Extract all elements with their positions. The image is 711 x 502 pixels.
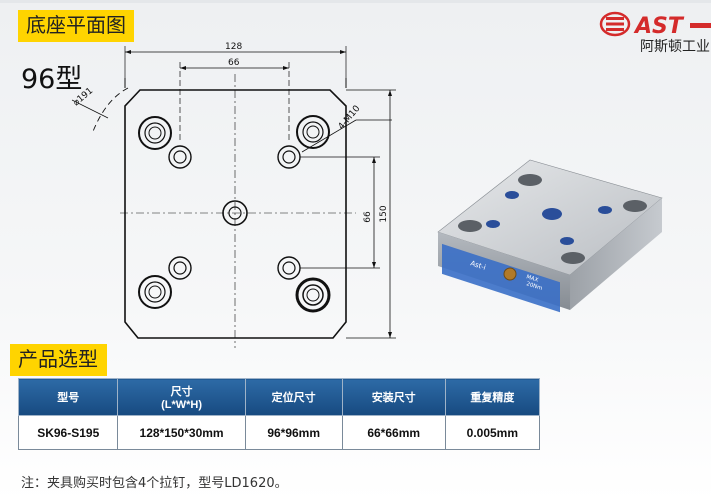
cell-mounting-size: 66*66mm [341,415,446,450]
pocket-bottom-left [138,275,172,309]
photo-label-max: MAX [525,274,539,284]
cell-repeatability: 0.005mm [444,415,541,450]
header-dimensions: 尺寸 (L*W*H) [117,378,246,416]
header-model: 型号 [17,378,119,416]
dim-label-150: 150 [379,205,389,222]
m10-hole-top-right [277,145,301,169]
brand-text: AST [633,14,685,39]
cell-dimensions: 128*150*30mm [117,415,246,450]
dim-label-66-vertical: 66 [363,211,373,223]
dim-label-diameter: ⌀191 [72,86,96,108]
m10-hole-bottom-right [277,256,301,280]
pocket-bottom-right [295,277,331,313]
photo-label-load: 20Nm [525,281,543,292]
header-locating-size: 定位尺寸 [244,378,343,416]
model-label: 96型 [21,64,83,95]
spec-table: 型号 尺寸 (L*W*H) 定位尺寸 安装尺寸 重复精度 SK96-S195 1… [17,378,541,450]
dim-label-66-horizontal: 66 [228,58,240,68]
product-photo: Ast-i MAX 20Nm [437,159,663,313]
cell-model: SK96-S195 [17,415,119,450]
footnote: 注：夹具购买时包含4个拉钉，型号LD1620。 [21,476,288,491]
brand-subtitle: 阿斯顿工业 [640,39,710,55]
top-rule [0,0,711,3]
spec-header-row: 型号 尺寸 (L*W*H) 定位尺寸 安装尺寸 重复精度 [17,378,541,416]
header-mounting-size: 安装尺寸 [341,378,446,416]
header-repeatability: 重复精度 [444,378,541,416]
center-hole [222,200,248,226]
section-title-base-plan: 底座平面图 [18,10,134,42]
m10-hole-top-left [168,145,192,169]
brand-logo: AST [599,11,711,39]
dim-label-thread: 4-M10 [337,104,363,132]
base-plan-drawing: 128 66 ⌀191 4-M10 66 150 [72,42,396,348]
plate-outline [124,89,347,339]
pocket-top-left [138,116,172,150]
table-row: SK96-S195 128*150*30mm 96*96mm 66*66mm 0… [17,415,541,450]
diameter-arc [91,87,129,135]
m10-hole-bottom-left [168,256,192,280]
cell-locating-size: 96*96mm [244,415,343,450]
dim-label-128: 128 [225,42,242,52]
section-title-product-selection: 产品选型 [10,344,107,376]
pocket-top-right [296,115,330,149]
